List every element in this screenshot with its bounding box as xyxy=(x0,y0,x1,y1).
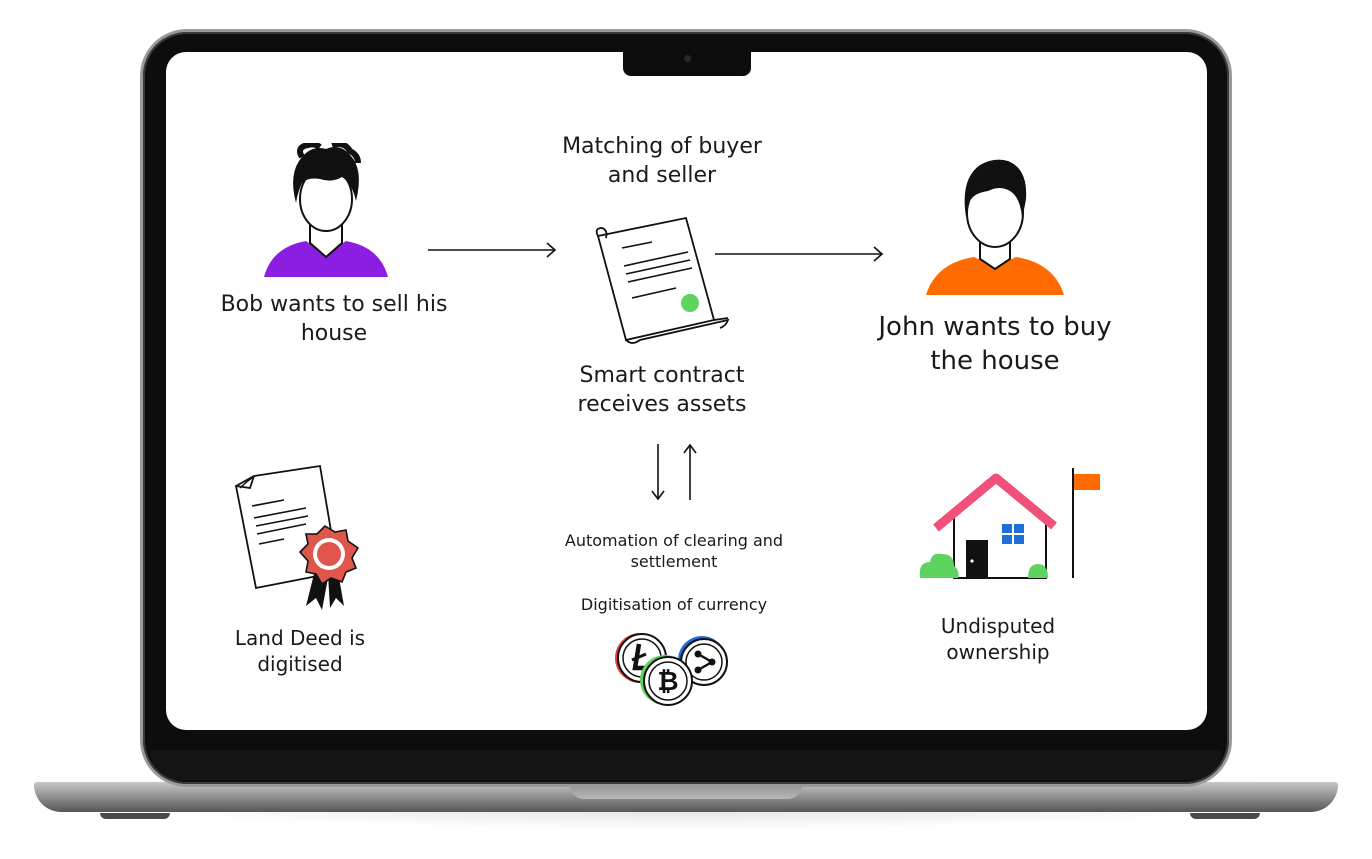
ownership-label: Undisputed ownership xyxy=(940,614,1056,664)
smart-contract-scroll-icon xyxy=(595,216,730,344)
seller-label: Bob wants to sell his house xyxy=(220,292,448,346)
contract-label: Smart contract receives assets xyxy=(577,363,747,417)
land-deed-certificate-icon xyxy=(234,464,360,610)
matching-label: Matching of buyer and seller xyxy=(562,134,762,188)
crypto-coins-icon: ₿ xyxy=(615,633,728,706)
deed-label: Land Deed is digitised xyxy=(234,626,366,676)
arrow-to-buyer xyxy=(715,246,884,262)
automation-label: Automation of clearing and settlement xyxy=(564,531,784,571)
buyer-label: John wants to buy the house xyxy=(878,312,1112,376)
buyer-person-icon xyxy=(926,159,1064,295)
arrow-to-contract xyxy=(428,242,557,258)
seller-person-icon xyxy=(264,143,388,277)
camera-icon xyxy=(684,55,691,62)
exchange-arrows-icon xyxy=(651,443,697,501)
laptop-foot-left xyxy=(100,813,170,819)
laptop-base-notch xyxy=(570,782,802,799)
laptop-bottom-bezel xyxy=(150,750,1222,780)
laptop-foot-right xyxy=(1190,813,1260,819)
currency-label: Digitisation of currency xyxy=(580,595,768,614)
house-with-flag-icon xyxy=(919,468,1100,579)
bitcoin-icon: ₿ xyxy=(640,655,693,706)
svg-text:₿: ₿ xyxy=(657,667,678,697)
